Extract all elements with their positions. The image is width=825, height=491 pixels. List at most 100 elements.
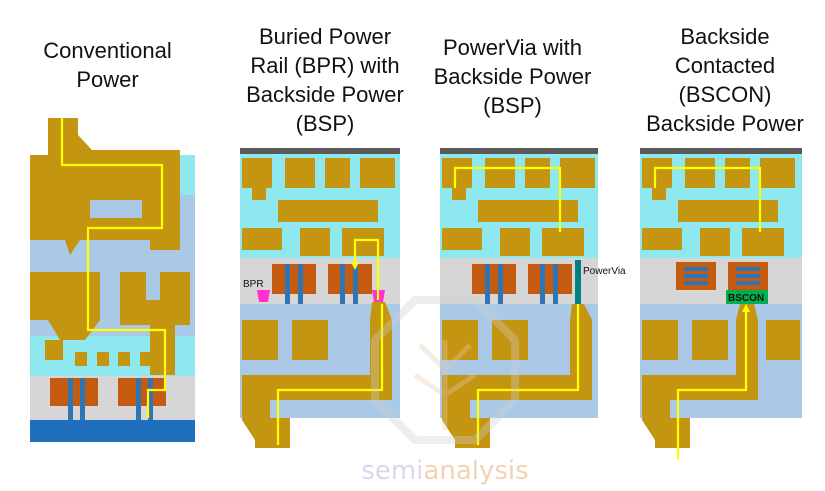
backside-bump (455, 418, 490, 448)
watermark-part1: semi (361, 456, 424, 486)
metal-block (760, 158, 795, 188)
carrier (240, 148, 400, 154)
power-path (60, 118, 167, 418)
channel (136, 378, 141, 420)
title-line: Backside Power (433, 64, 592, 89)
channel (684, 281, 708, 285)
bscon-label: BSCON (728, 293, 764, 304)
power-path (453, 166, 562, 232)
powervia-label: PowerVia (583, 266, 626, 277)
metal-block (120, 300, 190, 325)
dielectric-gap (90, 200, 142, 218)
powervia-contact (575, 260, 581, 304)
bpr-rail (257, 290, 270, 302)
panel-powervia (440, 148, 598, 448)
transistor (118, 378, 166, 406)
transistor (50, 378, 98, 406)
metal-block (560, 158, 595, 188)
panel-bpr (240, 148, 400, 448)
channel (736, 274, 760, 278)
watermark-logo (371, 296, 519, 444)
metal-block (766, 320, 800, 360)
panel-title-powervia: PowerVia with Backside Power (BSP) (425, 33, 600, 120)
title-line: Backside Power (646, 111, 804, 136)
watermark-tree-icon (413, 340, 477, 430)
title-line: PowerVia with (443, 35, 582, 60)
metal-block (692, 320, 728, 360)
carrier (640, 148, 802, 154)
channel (553, 264, 558, 304)
metal-via (252, 188, 266, 200)
channel (285, 264, 290, 304)
metal-block (478, 200, 578, 222)
panel-title-conventional: Conventional Power (20, 36, 195, 94)
power-arrow (742, 304, 750, 312)
panel-title-bscon: Backside Contacted (BSCON) Backside Powe… (625, 22, 825, 138)
title-line: (BSP) (483, 93, 542, 118)
channel (498, 264, 503, 304)
metal-via (75, 352, 87, 366)
metal-block (278, 200, 378, 222)
metal-block (30, 300, 100, 340)
channel (68, 378, 73, 420)
backside-bump (255, 418, 290, 448)
title-line: Contacted (674, 53, 776, 78)
channel (298, 264, 303, 304)
transistor (272, 264, 316, 294)
metal-block (442, 320, 478, 360)
watermark-part2: analysis (423, 456, 529, 486)
metal-block (30, 155, 70, 195)
transistor (528, 264, 572, 294)
metal-block (725, 158, 750, 188)
metal-block (160, 272, 190, 300)
metal-block (442, 228, 482, 250)
power-path (353, 238, 380, 300)
metal-block (292, 320, 328, 360)
title-line: Backside (680, 24, 770, 49)
title-line: Power (76, 67, 139, 92)
metal-block (700, 228, 730, 256)
power-path (676, 306, 748, 460)
metal-block (242, 158, 272, 188)
metal-block (500, 228, 530, 256)
metal-block (360, 158, 395, 188)
metal-via (652, 188, 666, 200)
channel (540, 264, 545, 304)
title-line: (BSP) (295, 111, 355, 136)
title-line: Rail (BPR) with (250, 53, 400, 78)
device-layer (640, 258, 802, 304)
channel (736, 267, 760, 271)
metal-block (678, 200, 778, 222)
substrate (30, 420, 195, 442)
title-line: Buried Power (258, 24, 392, 49)
panel-bscon (640, 148, 802, 460)
panel-title-bpr: Buried Power Rail (BPR) with Backside Po… (225, 22, 425, 138)
metal-block (30, 272, 100, 300)
channel (736, 281, 760, 285)
metal-via (150, 325, 175, 375)
metal-via (140, 352, 152, 366)
channel (80, 378, 85, 420)
title-line: Conventional (43, 38, 172, 63)
metal-block (442, 158, 472, 188)
metal-block (492, 320, 528, 360)
channel (684, 267, 708, 271)
title-line: Backside Power (246, 82, 404, 107)
bscon-contact (726, 290, 768, 304)
metal-block (642, 320, 678, 360)
power-arrow (351, 262, 359, 270)
channel (485, 264, 490, 304)
metal-block (242, 320, 278, 360)
power-path (276, 304, 384, 445)
metal-block (120, 272, 146, 300)
metal-via (118, 352, 130, 366)
metal-block (485, 158, 515, 188)
channel (148, 378, 153, 420)
panel-conventional (30, 118, 195, 442)
transistor (472, 264, 516, 294)
metal-via (97, 352, 109, 366)
metal-block (542, 228, 584, 256)
watermark-octagon (371, 296, 519, 444)
channel (340, 264, 345, 304)
